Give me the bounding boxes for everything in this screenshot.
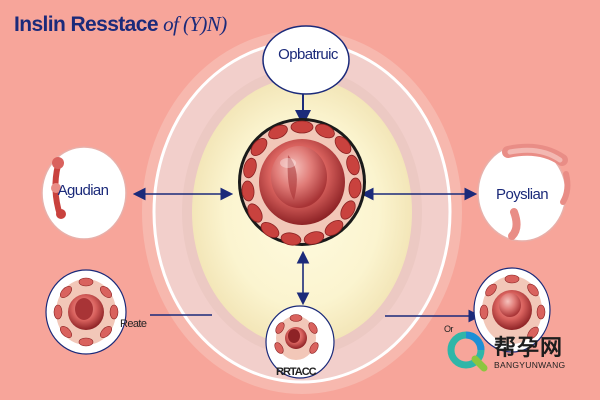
node-bottom-center bbox=[265, 305, 335, 379]
central-cell-icon bbox=[238, 118, 366, 246]
bottom-right-cell-icon bbox=[479, 274, 546, 344]
left-tissue-icon bbox=[51, 157, 66, 219]
watermark-logo-icon bbox=[447, 331, 488, 372]
node-top-label: Opbatruic bbox=[278, 46, 338, 63]
right-tissue-icon bbox=[502, 143, 571, 240]
node-right-label: Poyslian bbox=[496, 186, 549, 203]
watermark-chinese-text: 帮孕网 bbox=[494, 335, 564, 360]
title-main: Inslin Resstace bbox=[14, 13, 164, 36]
node-left bbox=[41, 146, 127, 240]
diagram-title: Inslin Resstace of (Y)N) bbox=[14, 12, 227, 37]
bottom-center-cell-icon bbox=[274, 314, 319, 360]
node-top bbox=[262, 25, 350, 95]
title-tail: of (Y)N) bbox=[163, 12, 227, 36]
node-bottom-left-label: Reate bbox=[120, 318, 147, 330]
node-bottom-right bbox=[473, 267, 551, 353]
node-right bbox=[477, 143, 571, 242]
watermark: 帮孕网 BANGYUNWANG bbox=[446, 328, 596, 378]
node-left-label: Agudian bbox=[57, 182, 109, 199]
node-bottom-right-label: Or bbox=[444, 324, 453, 334]
watermark-english-text: BANGYUNWANG bbox=[494, 360, 566, 370]
node-bottom-left bbox=[45, 269, 127, 355]
node-bottom-center-label: RRTACC bbox=[276, 366, 317, 378]
bottom-left-cell-icon bbox=[53, 277, 119, 347]
